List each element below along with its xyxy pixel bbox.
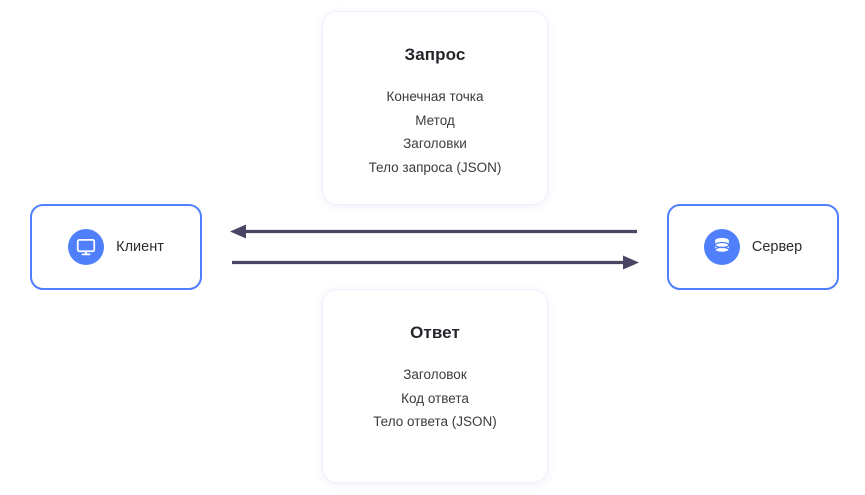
request-arrow: [232, 255, 639, 270]
request-card-line: Метод: [415, 112, 455, 128]
request-card-lines: Конечная точка Метод Заголовки Тело запр…: [323, 85, 547, 179]
request-card-line: Конечная точка: [386, 89, 484, 104]
response-card-title: Ответ: [410, 323, 460, 342]
request-card-title: Запрос: [404, 45, 466, 64]
response-card-line: Код ответа: [401, 390, 469, 406]
server-label: Сервер: [751, 239, 803, 255]
monitor-icon: [68, 229, 105, 265]
client-node-content: Клиент: [68, 229, 164, 265]
response-card-line: Заголовок: [403, 367, 467, 382]
request-card-line: Заголовки: [403, 136, 467, 151]
client-node: Клиент: [30, 204, 202, 290]
response-arrow: [230, 224, 637, 239]
server-node: Сервер: [667, 204, 839, 290]
client-label: Клиент: [116, 239, 164, 255]
server-node-content: Сервер: [703, 229, 803, 265]
response-card: Ответ Заголовок Код ответа Тело ответа (…: [323, 290, 547, 482]
response-card-lines: Заголовок Код ответа Тело ответа (JSON): [323, 363, 547, 434]
request-card-line: Тело запроса (JSON): [368, 159, 502, 175]
database-icon: [703, 229, 740, 265]
response-card-line: Тело ответа (JSON): [373, 414, 497, 429]
request-card: Запрос Конечная точка Метод Заголовки Те…: [323, 12, 547, 204]
